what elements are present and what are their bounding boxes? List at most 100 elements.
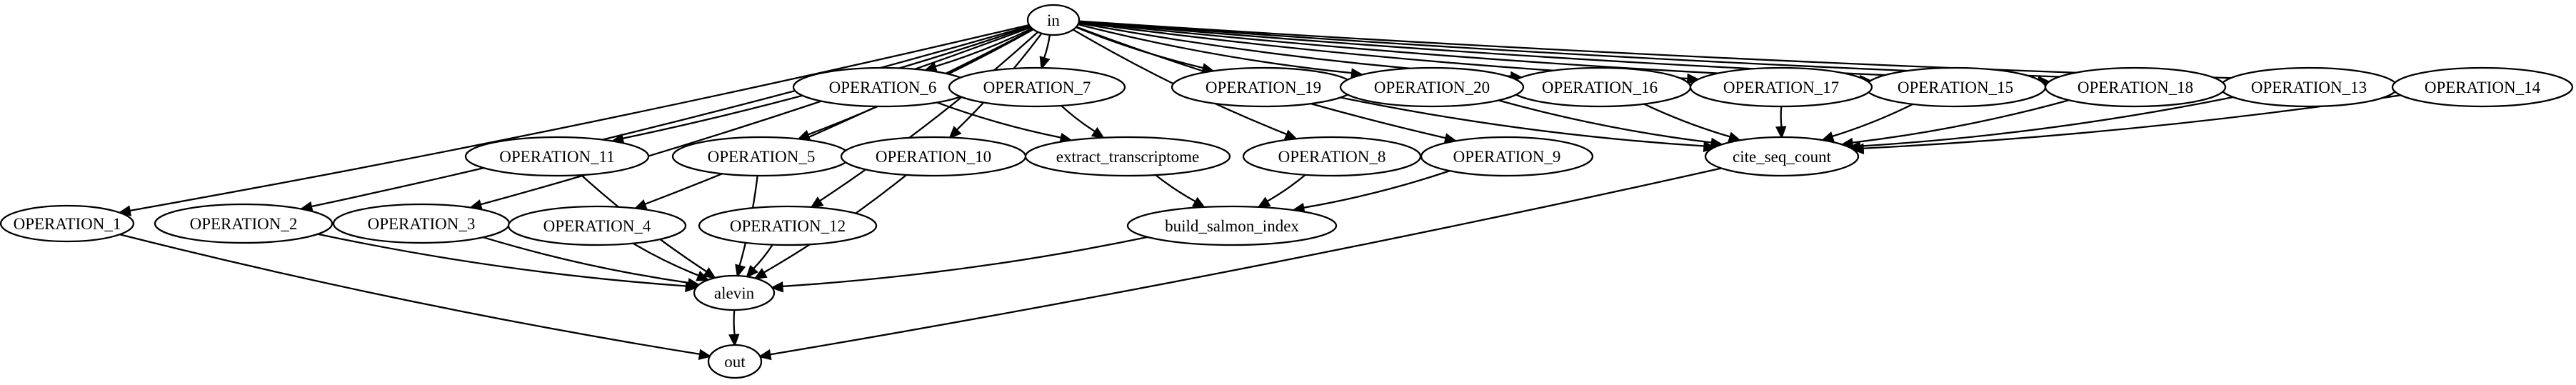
node-op16: OPERATION_16 xyxy=(1508,66,1692,108)
arrowhead xyxy=(1775,126,1787,139)
node-label: OPERATION_15 xyxy=(1898,79,2013,96)
node-label: OPERATION_14 xyxy=(2425,79,2541,96)
node-label: OPERATION_18 xyxy=(2078,79,2193,96)
edge-build_salmon_index-to-alevin xyxy=(770,236,1148,293)
node-shape xyxy=(0,204,135,243)
node-op9: OPERATION_9 xyxy=(1420,136,1594,177)
edge-line xyxy=(819,31,1039,202)
arrowhead xyxy=(702,267,717,279)
arrowhead xyxy=(753,268,768,280)
arrowhead xyxy=(1703,141,1717,153)
edge-line xyxy=(1780,106,1783,128)
edge-line xyxy=(483,236,689,284)
edge-line xyxy=(1859,96,2234,147)
node-op12: OPERATION_12 xyxy=(698,205,878,246)
edge-line xyxy=(1061,105,1096,133)
node-label: OPERATION_17 xyxy=(1723,79,1839,96)
arrowhead xyxy=(1091,126,1106,139)
edge-op1-to-out xyxy=(119,234,712,360)
node-label: cite_seq_count xyxy=(1733,148,1832,166)
node-cite-seq-count: cite_seq_count xyxy=(1704,136,1860,177)
node-shape xyxy=(2391,66,2574,108)
edge-line xyxy=(632,242,699,276)
edge-line xyxy=(1076,26,1204,69)
edge-line xyxy=(480,26,1031,206)
node-op6: OPERATION_6 xyxy=(792,66,973,108)
node-shape xyxy=(1689,66,1873,108)
node-op10: OPERATION_10 xyxy=(840,136,1027,177)
node-label: out xyxy=(724,353,746,371)
edge-line xyxy=(1078,20,2213,83)
node-op1: OPERATION_1 xyxy=(0,204,135,243)
edge-line xyxy=(1078,23,1353,74)
edge-in-to-op12 xyxy=(810,31,1039,209)
node-alevin: alevin xyxy=(693,274,776,311)
node-label: extract_transcriptome xyxy=(1056,148,1200,166)
node-shape xyxy=(507,205,687,246)
node-label: OPERATION_13 xyxy=(2251,79,2367,96)
edge-in-to-op7 xyxy=(1039,34,1051,70)
node-shape xyxy=(707,344,763,379)
arrowhead xyxy=(735,264,746,278)
edge-op9-to-build_salmon_index xyxy=(1291,170,1450,214)
node-build-salmon-index: build_salmon_index xyxy=(1126,205,1338,246)
edge-line xyxy=(644,28,1034,206)
arrowhead xyxy=(746,264,759,279)
node-shape xyxy=(1339,66,1525,108)
node-shape xyxy=(1026,4,1081,36)
edge-op6-to-extract_transcriptome xyxy=(936,101,1073,144)
edge-op17-to-cite_seq_count xyxy=(1775,106,1787,139)
node-label: OPERATION_6 xyxy=(829,79,937,96)
arrowhead xyxy=(1686,73,1700,85)
edge-extract_transcriptome-to-build_salmon_index xyxy=(1155,174,1206,209)
edge-cite_seq_count-to-out xyxy=(758,167,1722,361)
arrowhead xyxy=(796,129,811,141)
edge-line xyxy=(1498,99,1713,144)
node-label: OPERATION_7 xyxy=(983,79,1091,96)
edge-op8-to-build_salmon_index xyxy=(1257,174,1306,209)
node-label: OPERATION_5 xyxy=(708,148,816,166)
edge-line xyxy=(1643,103,1731,138)
node-shape xyxy=(948,66,1126,108)
edge-op3-to-alevin xyxy=(483,236,701,289)
node-shape xyxy=(1420,136,1594,177)
edge-op7-to-extract_transcriptome xyxy=(1061,105,1106,139)
edge-line xyxy=(119,234,701,356)
edge-in-to-op3 xyxy=(468,26,1031,211)
node-label: OPERATION_4 xyxy=(543,217,651,235)
node-label: OPERATION_9 xyxy=(1453,148,1561,166)
node-label: build_salmon_index xyxy=(1165,217,1299,235)
arrowhead xyxy=(633,199,648,210)
node-shape xyxy=(2044,66,2227,108)
node-op4: OPERATION_4 xyxy=(507,205,687,246)
arrowhead xyxy=(1257,196,1271,209)
edge-line xyxy=(1043,34,1051,59)
node-label: OPERATION_3 xyxy=(368,215,476,233)
node-out: out xyxy=(707,344,763,379)
node-op14: OPERATION_14 xyxy=(2391,66,2574,108)
node-label: OPERATION_16 xyxy=(1542,79,1658,96)
node-shape xyxy=(698,205,878,246)
node-label: alevin xyxy=(714,284,755,302)
edge-in-to-op4 xyxy=(633,28,1034,210)
node-label: OPERATION_12 xyxy=(730,217,846,235)
node-label: OPERATION_10 xyxy=(876,148,991,166)
edge-op4-to-alevin xyxy=(632,242,710,281)
node-op20: OPERATION_20 xyxy=(1339,66,1525,108)
node-shape xyxy=(1024,136,1231,177)
edge-line xyxy=(1303,170,1450,209)
node-shape xyxy=(693,274,776,311)
edge-op12-to-alevin xyxy=(746,244,773,279)
arrowhead xyxy=(1039,56,1051,70)
node-shape xyxy=(154,203,334,244)
node-op8: OPERATION_8 xyxy=(1242,136,1422,177)
node-op5: OPERATION_5 xyxy=(671,136,851,177)
arrowhead xyxy=(687,278,701,289)
edge-line xyxy=(733,309,736,336)
edge-line xyxy=(936,101,1062,139)
node-label: OPERATION_8 xyxy=(1278,148,1386,166)
arrowhead xyxy=(1850,143,1865,155)
edge-alevin-to-out xyxy=(728,309,740,347)
